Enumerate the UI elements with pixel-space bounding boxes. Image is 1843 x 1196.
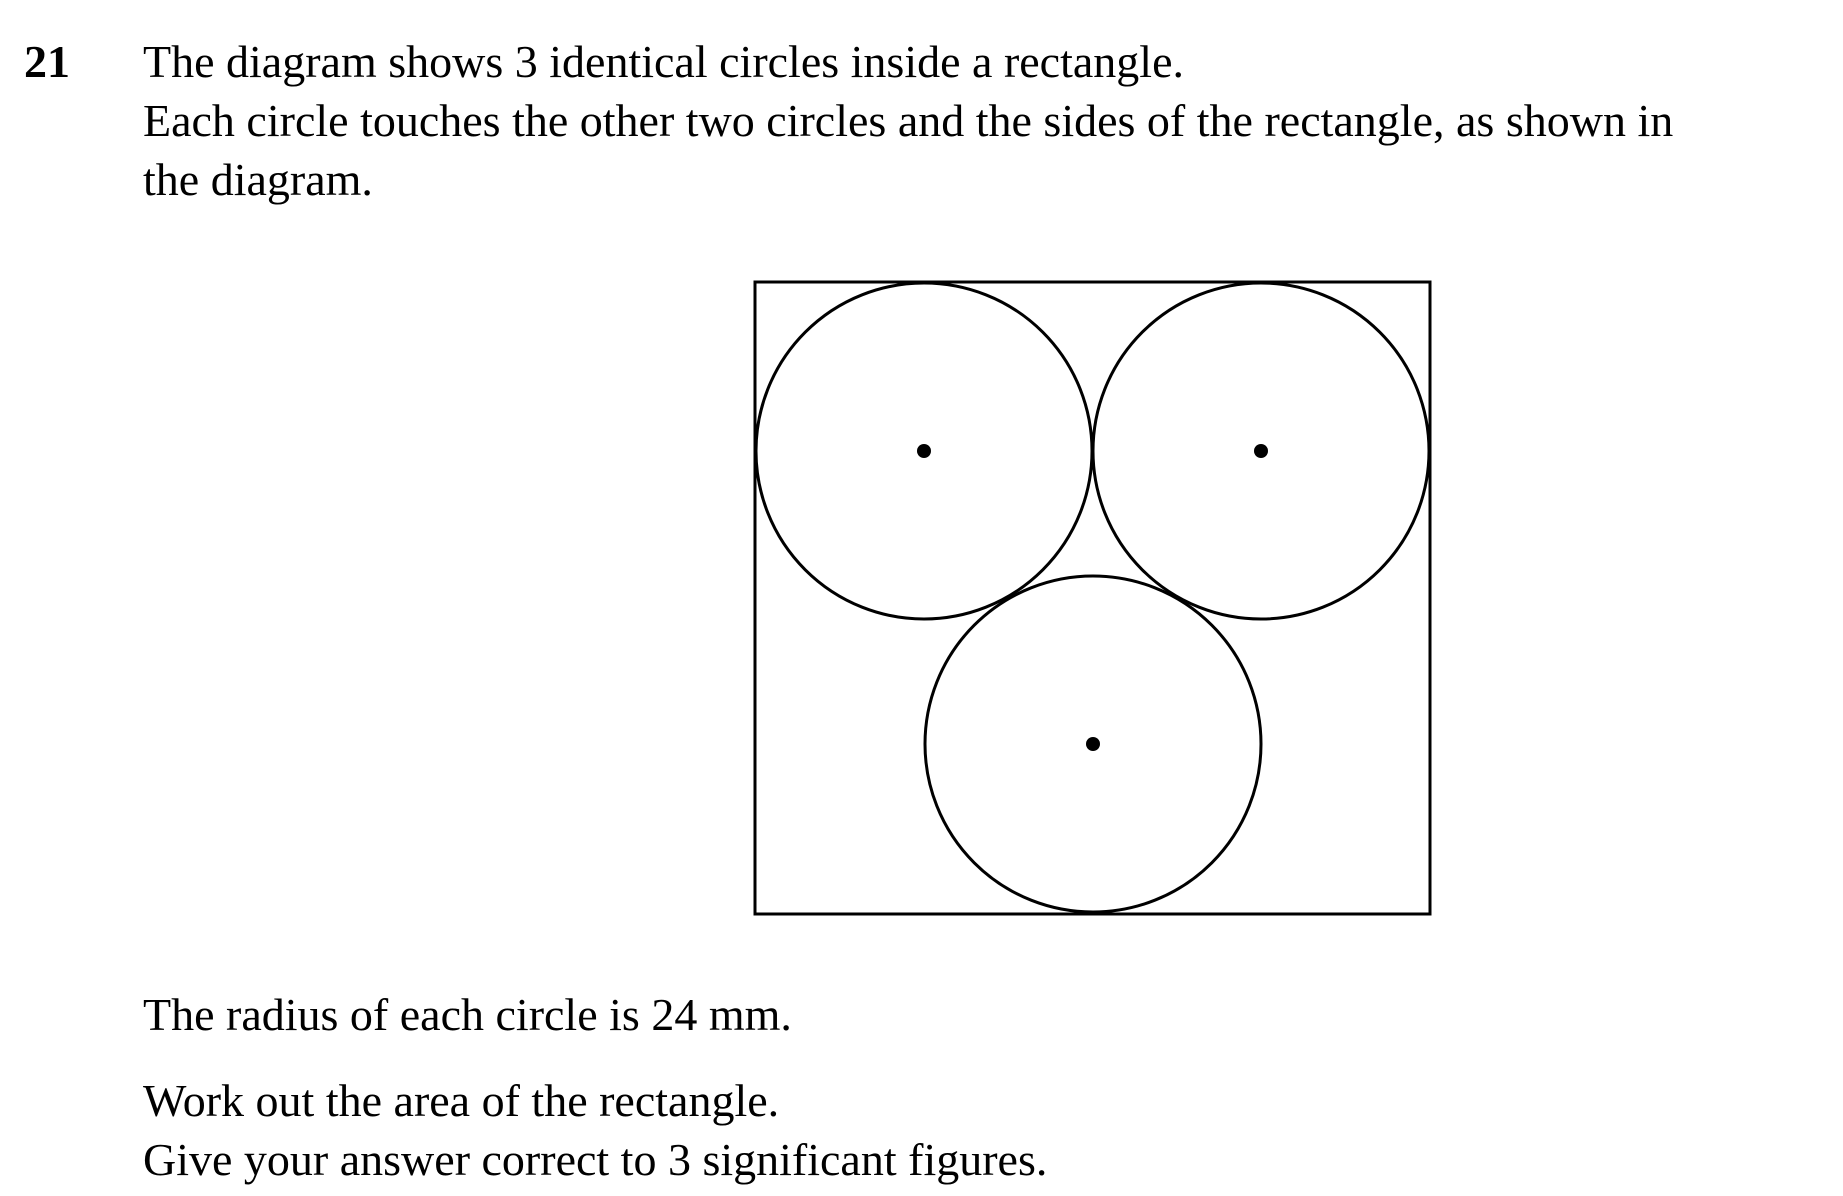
rectangle [753, 280, 1432, 916]
circle-top-right [1091, 281, 1431, 621]
circle-top-left [754, 281, 1094, 621]
centre-dot-bottom [1086, 737, 1100, 751]
intro-line-3: the diagram. [143, 154, 373, 205]
given-radius: The radius of each circle is 24 mm. [143, 989, 792, 1040]
circle-bottom [923, 574, 1263, 914]
question-number: 21 [24, 36, 70, 87]
centre-dot-top-left [917, 444, 931, 458]
task-line-1: Work out the area of the rectangle. [143, 1075, 780, 1126]
intro-line-2: Each circle touches the other two circle… [143, 95, 1674, 146]
centre-dot-top-right [1254, 444, 1268, 458]
intro-line-1: The diagram shows 3 identical circles in… [143, 36, 1184, 87]
task-line-2: Give your answer correct to 3 significan… [143, 1134, 1048, 1185]
